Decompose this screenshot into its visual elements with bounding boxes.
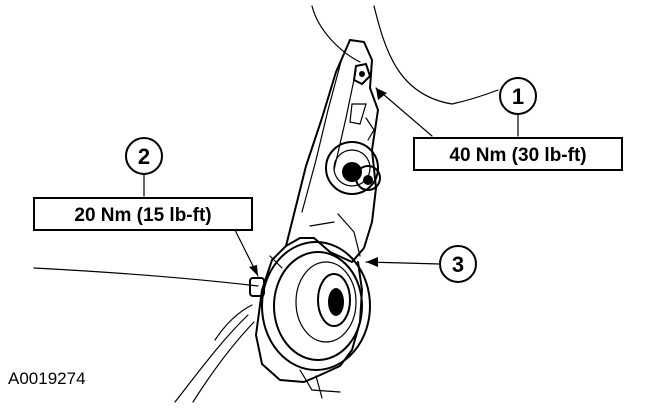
recliner-hub [261, 241, 371, 399]
callout-3: 3 [439, 245, 477, 283]
lower-bolt [249, 277, 265, 297]
recliner-bracket [255, 39, 379, 383]
seatback-outline [311, 5, 499, 105]
callout-1: 1 40 Nm (30 lb-ft) [413, 77, 623, 171]
callout-3-circle [439, 245, 477, 283]
callout-2: 2 20 Nm (15 lb-ft) [33, 137, 253, 231]
callout-2-torque: 20 Nm (15 lb-ft) [74, 205, 211, 226]
upper-bolt [353, 63, 371, 85]
callout-1-torque: 40 Nm (30 lb-ft) [449, 145, 586, 166]
callout-3-number: 3 [452, 252, 464, 277]
callout-2-circle [125, 137, 163, 175]
callout-1-number: 1 [512, 84, 524, 109]
callout-2-number: 2 [138, 144, 150, 169]
figure-id: A0019274 [8, 369, 86, 388]
upper-pivot-gear [325, 141, 381, 195]
callout-1-circle [499, 77, 537, 115]
callout-2-box [33, 197, 253, 231]
leader-lines [143, 87, 519, 277]
callout-1-box [413, 137, 623, 171]
seat-cushion-outline [33, 267, 259, 403]
